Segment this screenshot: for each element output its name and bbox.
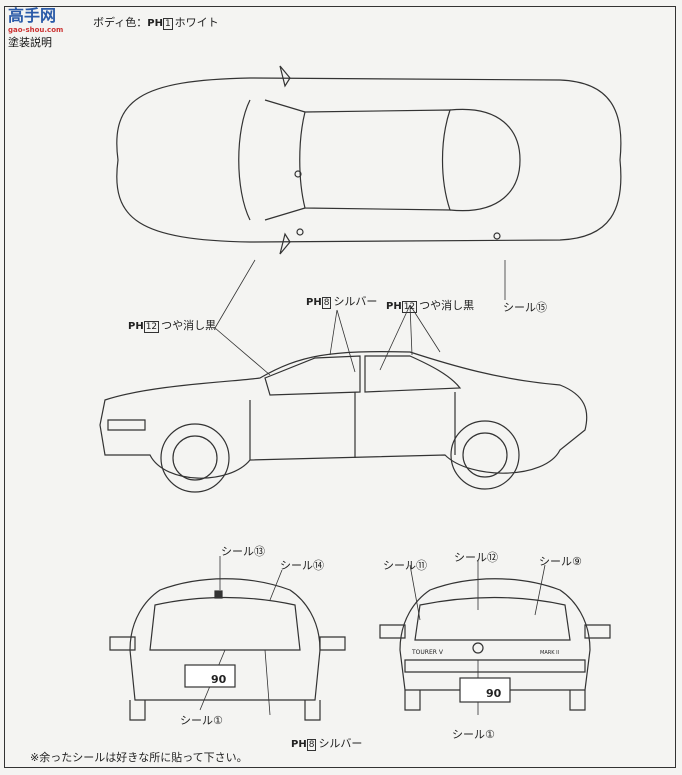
footnote: ※余ったシールは好きな所に貼って下さい。 [30,751,248,764]
logo-site: gao-shou.com [8,26,64,34]
callout-lines [199,259,546,716]
rear-view-car [379,578,611,711]
callout-rear-sticker-11: シール⑪ [383,559,427,572]
callout-front-sticker-13: シール⑬ [221,545,265,558]
callout-rear-sticker-12: シール⑫ [454,551,498,564]
front-plate-number: 90 [211,673,227,686]
page-frame [4,6,676,768]
callout-front-sticker-14: シール⑭ [280,559,324,572]
section-title: 塗装説明 [8,36,52,49]
callout-sticker-15: シール⑮ [503,301,547,314]
front-view-car [109,578,346,721]
logo-text: 高手网 [8,6,57,25]
rear-plate-number: 90 [486,687,502,700]
callout-rear-sticker-9: シール⑨ [539,555,582,568]
watermark-logo: 高手网 gao-shou.com 塗装説明 [8,8,88,54]
rear-badge-left: TOURER V [411,649,444,656]
rear-badge-right: MARK II [540,650,559,656]
top-view-car [116,65,622,255]
side-view-car [99,351,588,493]
callout-front-sticker-1: シール① [180,714,223,727]
callout-rear-sticker-1: シール① [452,728,495,741]
